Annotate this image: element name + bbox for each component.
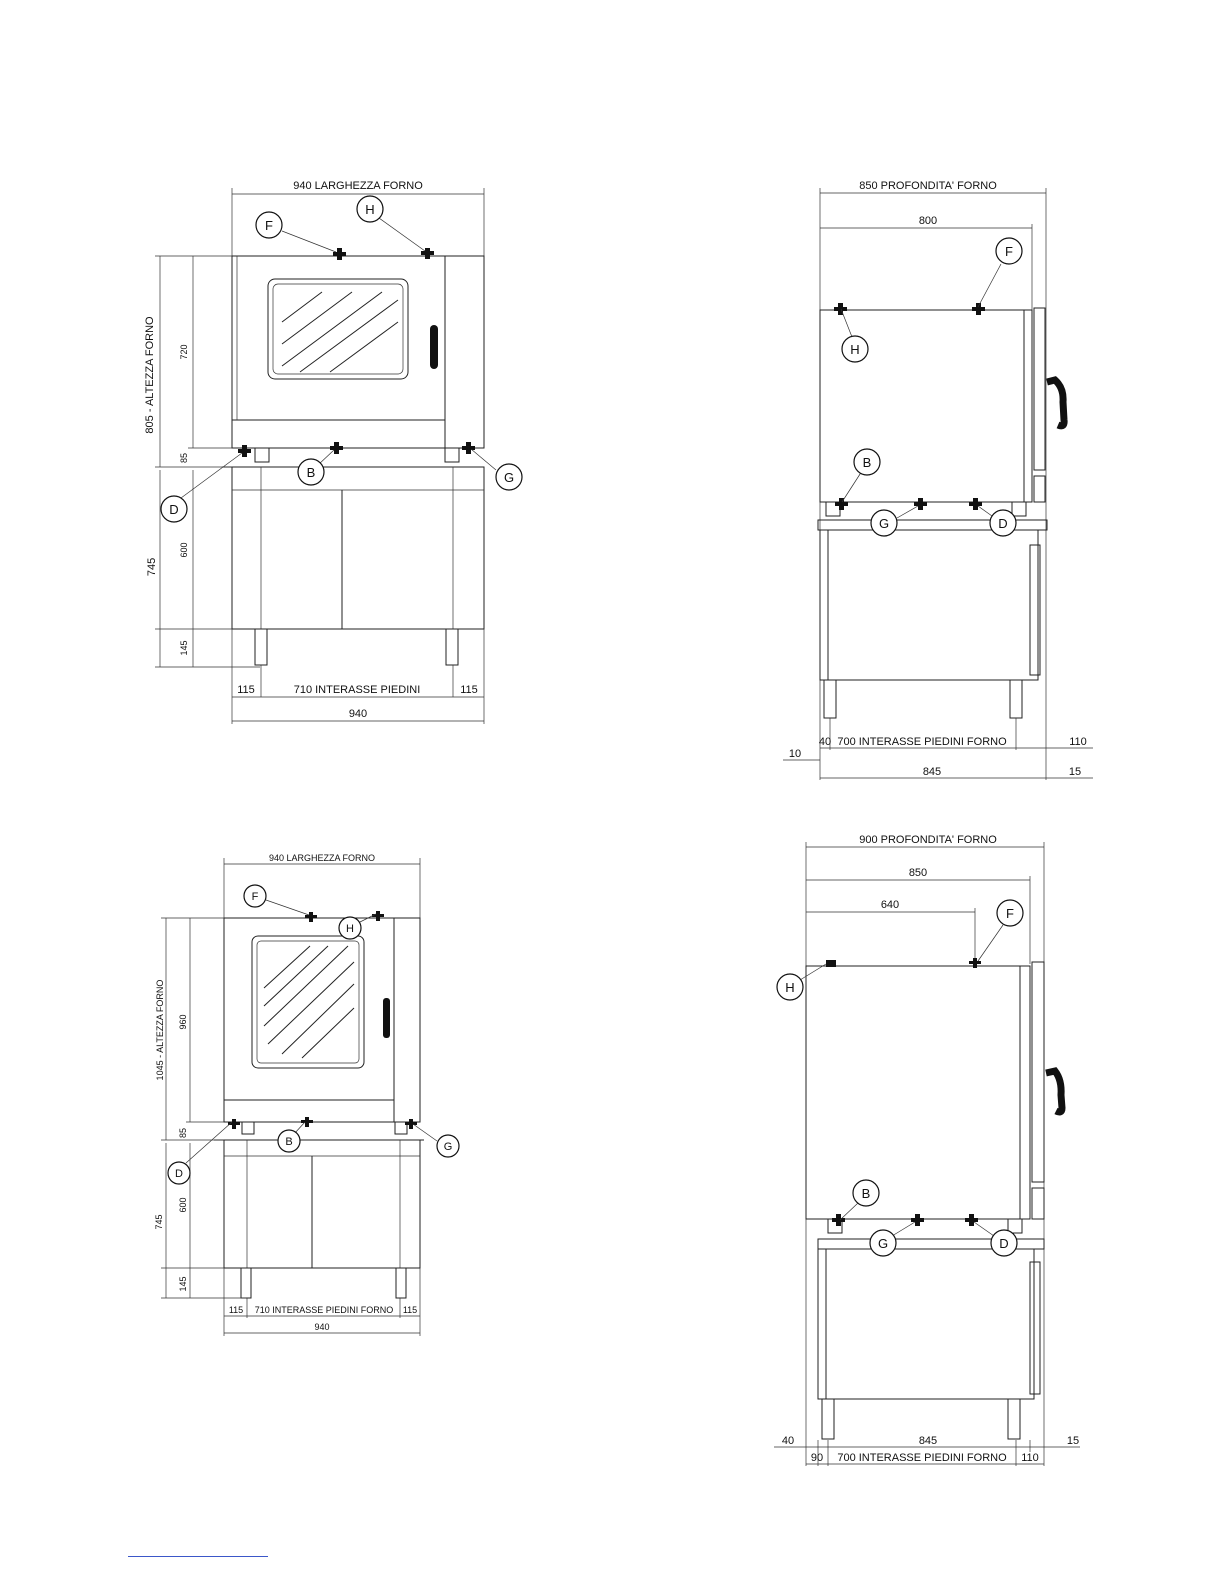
connection-f-label: F: [265, 218, 273, 233]
front-view-small: 940 LARGHEZZA FORNO: [144, 180, 523, 724]
leg-left-offset: 115: [237, 684, 255, 696]
depth-f-offset: 640: [881, 899, 899, 911]
leg-spacing: 710 INTERASSE PIEDINI: [294, 684, 421, 696]
connection-f-label: F: [1005, 244, 1013, 259]
connection-d-label: D: [998, 516, 1007, 531]
leg-right-offset: 110: [1069, 736, 1087, 748]
connection-b-label: B: [285, 1136, 292, 1148]
connection-g-label: G: [879, 516, 889, 531]
total-width: 940: [314, 1322, 329, 1332]
leg-spacing: 700 INTERASSE PIEDINI FORNO: [837, 736, 1007, 748]
leg-right-offset: 115: [460, 684, 478, 696]
stand-leg-height: 145: [178, 1276, 188, 1291]
leg-spacing: 710 INTERASSE PIEDINI FORNO: [255, 1305, 394, 1315]
depth-title: 900 PROFONDITA' FORNO: [859, 834, 997, 846]
base-height: 85: [179, 453, 189, 463]
leg-right-offset: 110: [1021, 1452, 1039, 1464]
connection-b-label: B: [863, 455, 872, 470]
total-width: 845: [919, 1435, 937, 1447]
connection-d-label: D: [999, 1236, 1008, 1251]
offset-left: 40: [782, 1435, 794, 1447]
depth-title: 850 PROFONDITA' FORNO: [859, 180, 997, 192]
stand-total-height: 745: [146, 558, 158, 576]
connection-f-label: F: [1006, 906, 1014, 921]
oven-height: 960: [178, 1014, 188, 1029]
leg-spacing: 700 INTERASSE PIEDINI FORNO: [837, 1452, 1007, 1464]
side-view-small: 850 PROFONDITA' FORNO 800 40 700 INTERAS…: [783, 180, 1093, 780]
leg-left-offset: 40: [819, 736, 831, 748]
depth-inner: 800: [919, 215, 937, 227]
depth-inner: 850: [909, 867, 927, 879]
height-title: 805 - ALTEZZA FORNO: [144, 316, 156, 434]
connection-d-label: D: [175, 1168, 183, 1180]
connection-f-label: F: [252, 891, 259, 903]
footer-link-underline[interactable]: [128, 1556, 268, 1557]
side-view-large: 900 PROFONDITA' FORNO 850 640 40 845: [774, 834, 1080, 1466]
connection-d-label: D: [169, 502, 178, 517]
total-width: 940: [349, 708, 367, 720]
stand-total-height: 745: [154, 1214, 164, 1229]
connection-h-label: H: [346, 923, 354, 935]
connection-g-label: G: [444, 1141, 453, 1153]
leg-right-offset: 115: [403, 1305, 417, 1315]
offset-right: 15: [1067, 1435, 1079, 1447]
offset-left: 10: [789, 748, 801, 760]
oven-height: 720: [179, 344, 189, 359]
connection-b-label: B: [307, 465, 316, 480]
connection-g-label: G: [878, 1236, 888, 1251]
width-title: 940 LARGHEZZA FORNO: [269, 853, 375, 863]
connection-b-label: B: [862, 1186, 871, 1201]
front-view-large: 940 LARGHEZZA FORNO: [154, 853, 460, 1336]
height-title: 1045 - ALTEZZA FORNO: [155, 980, 165, 1081]
connection-g-label: G: [504, 470, 514, 485]
leg-left-offset: 90: [811, 1452, 823, 1464]
connection-h-label: H: [785, 980, 794, 995]
total-width: 845: [923, 766, 941, 778]
offset-right: 15: [1069, 766, 1081, 778]
stand-cabinet-height: 600: [179, 542, 189, 557]
connection-h-label: H: [850, 342, 859, 357]
connection-h-label: H: [365, 202, 374, 217]
base-height: 85: [178, 1128, 188, 1138]
stand-cabinet-height: 600: [178, 1197, 188, 1212]
leg-left-offset: 115: [229, 1305, 243, 1315]
stand-leg-height: 145: [179, 640, 189, 655]
width-title: 940 LARGHEZZA FORNO: [293, 180, 423, 192]
